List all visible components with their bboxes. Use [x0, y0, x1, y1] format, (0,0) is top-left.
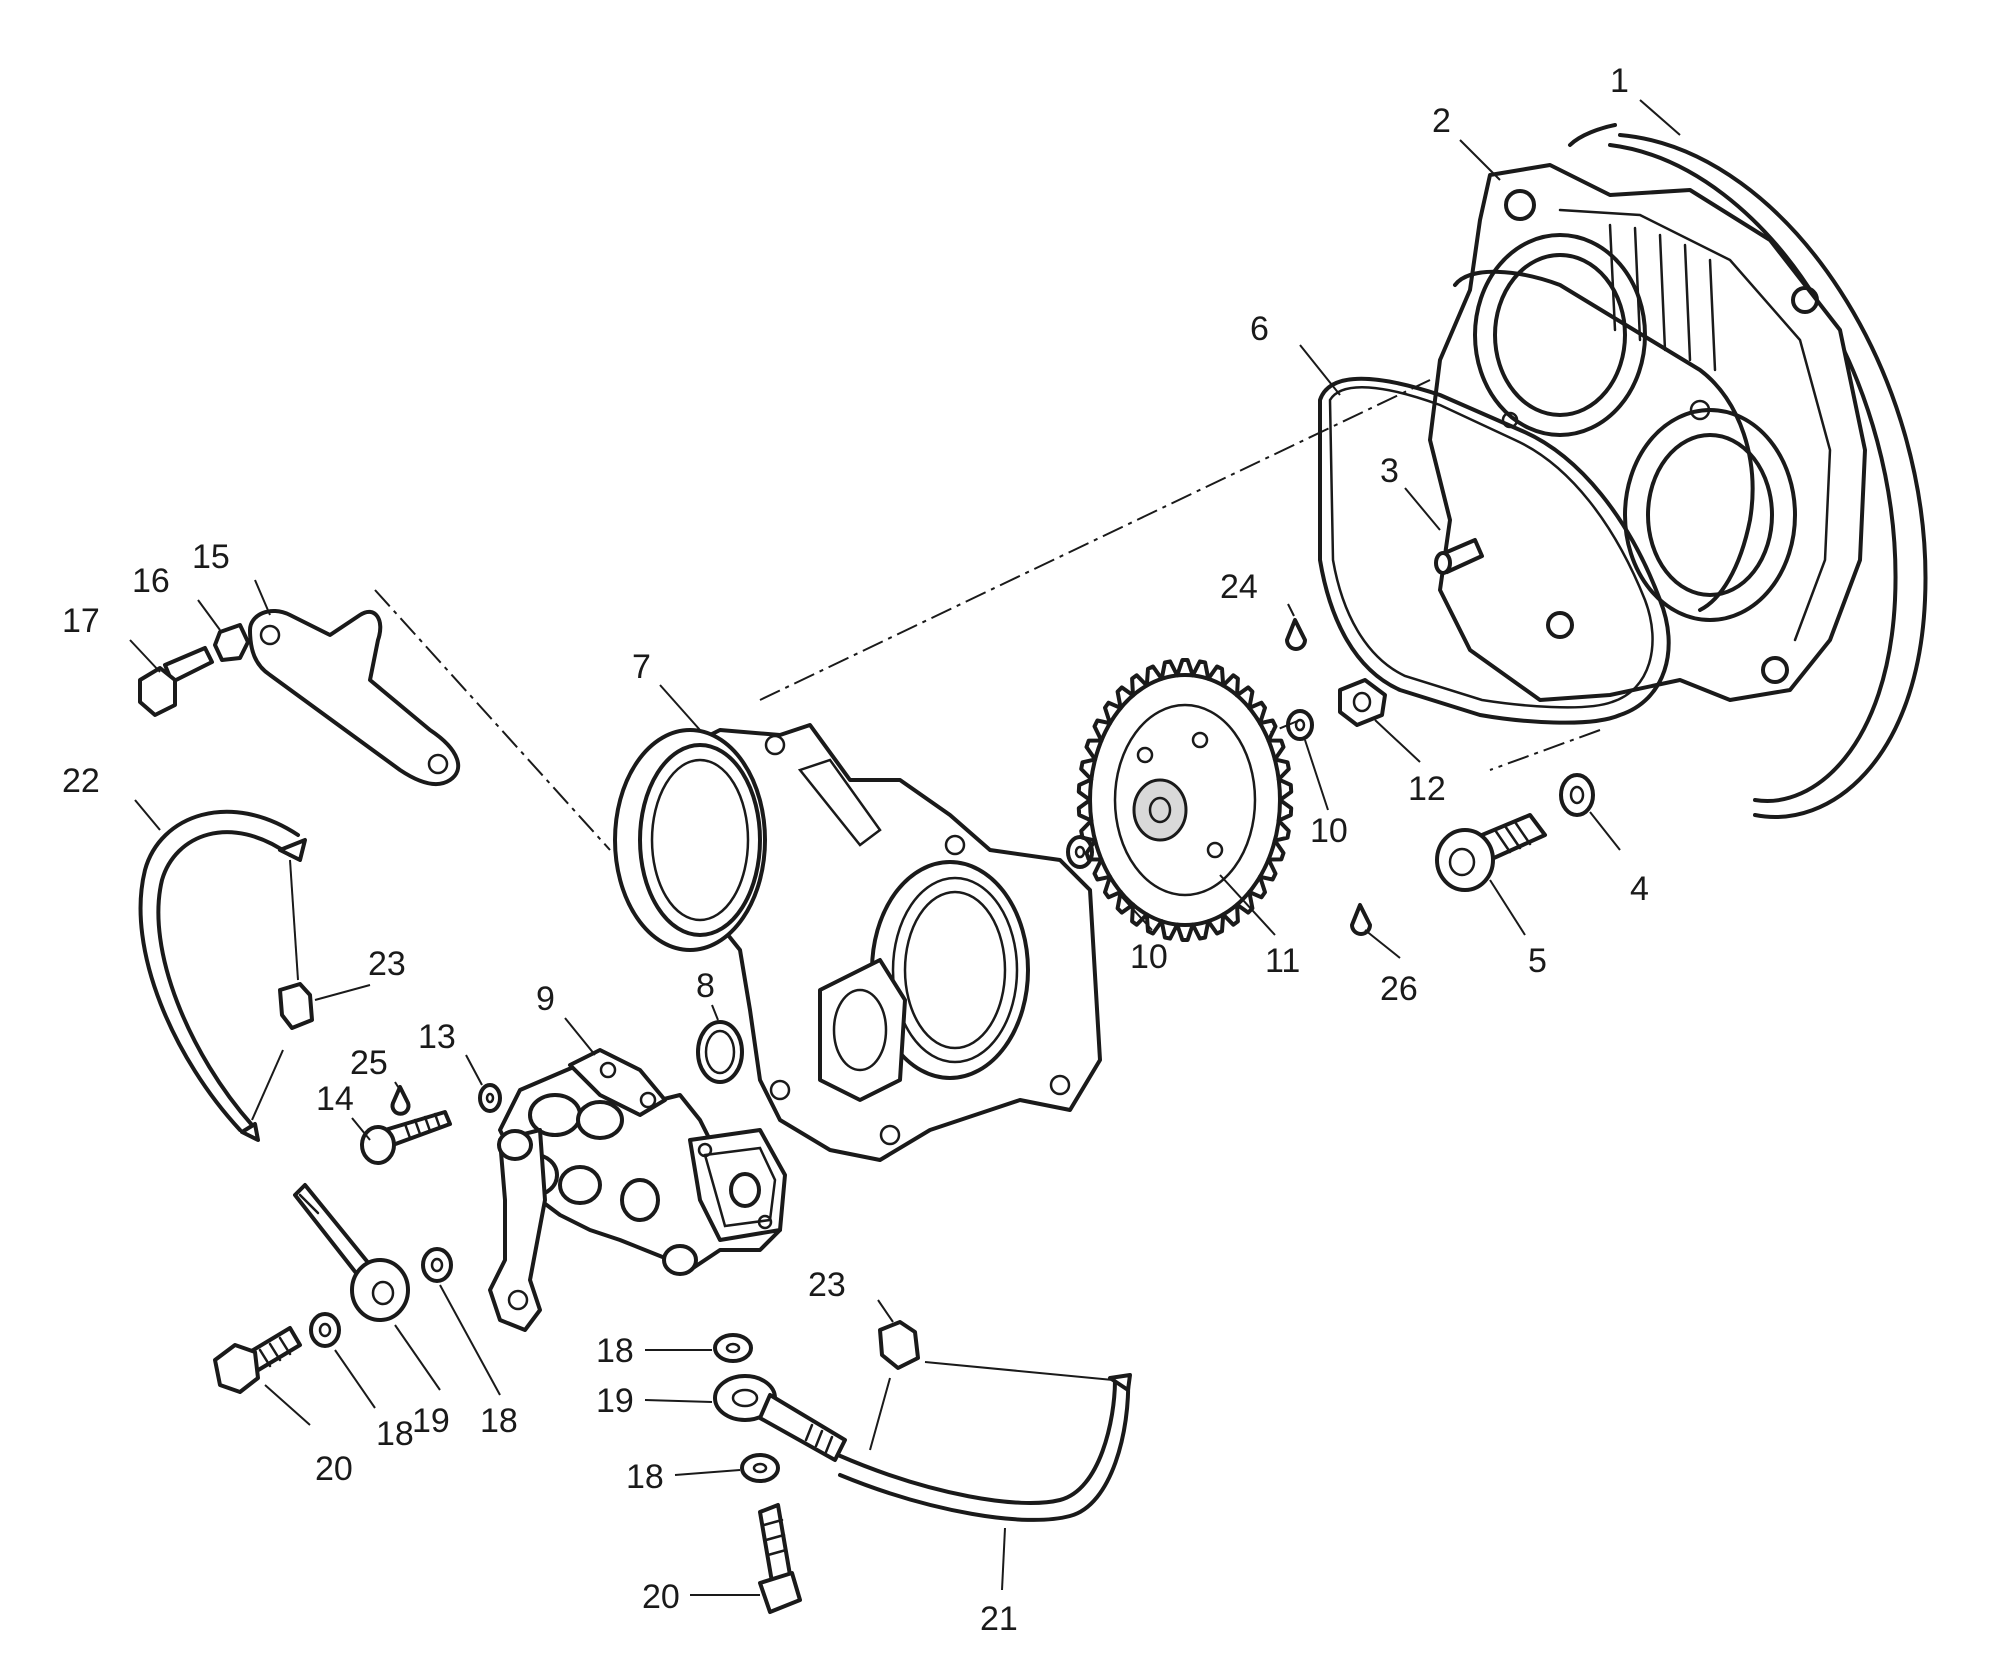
callout-13: 13	[418, 1018, 456, 1056]
part-19-banjo-stem-left	[293, 1183, 372, 1280]
callout-20b: 20	[642, 1578, 680, 1616]
part-21-hose	[836, 1378, 1117, 1505]
hose-left	[138, 809, 314, 1142]
callout-25: 25	[350, 1044, 388, 1082]
part-20-bolt-shank-bottom	[758, 1503, 792, 1584]
callout-18d: 18	[626, 1458, 664, 1496]
callout-labels: 1 2 3 4 5 6 7 8 9 10 10 11 12 13 14 15 1…	[62, 62, 1649, 1638]
hose-bottom	[713, 1320, 1132, 1614]
callout-23a: 23	[368, 945, 406, 983]
callout-10a: 10	[1130, 938, 1168, 976]
part-23-clamp-bottom	[878, 1320, 920, 1370]
part-25-drop	[390, 1085, 411, 1116]
part-14-screw-head	[360, 1125, 396, 1165]
bracket-assembly	[138, 609, 461, 787]
callout-leaders	[129, 99, 1681, 1596]
callout-5: 5	[1528, 942, 1547, 980]
callout-9: 9	[536, 980, 555, 1018]
part-22-hose	[138, 809, 300, 1132]
part-8-o-ring	[696, 1020, 744, 1084]
part-10-washer-upper	[1286, 709, 1314, 741]
part-1-cover-ring	[1568, 123, 1928, 819]
callout-18a: 18	[480, 1402, 518, 1440]
part-17-bolt-head	[138, 666, 177, 717]
part-12-nut	[1338, 678, 1387, 727]
callout-11: 11	[1265, 942, 1300, 980]
callout-23b: 23	[808, 1266, 846, 1304]
callout-21: 21	[980, 1600, 1018, 1638]
part-19-banjo-left	[350, 1258, 410, 1322]
callout-26: 26	[1380, 970, 1418, 1008]
callout-19b: 19	[596, 1382, 634, 1420]
part-3-dowel-pin	[1434, 538, 1484, 575]
callout-20a: 20	[315, 1450, 353, 1488]
callout-24: 24	[1220, 568, 1258, 606]
callout-3: 3	[1380, 452, 1399, 490]
part-16-nut	[213, 623, 250, 662]
part-11-gear	[1076, 658, 1294, 942]
part-23-clamp-left	[278, 982, 314, 1030]
part-5-bolt-head	[1435, 828, 1495, 892]
pump-screws	[360, 1083, 502, 1165]
part-18-washer-b	[309, 1312, 341, 1348]
part-15-bracket	[248, 609, 461, 787]
part-24-drop	[1285, 618, 1307, 651]
part-9-pump	[488, 1048, 787, 1332]
callout-1: 1	[1610, 62, 1629, 100]
callout-16: 16	[132, 562, 170, 600]
fitting-left	[213, 1183, 453, 1394]
part-20-bolt-head-left	[213, 1343, 260, 1394]
callout-14: 14	[316, 1080, 354, 1118]
part-13-washer	[478, 1083, 502, 1113]
part-4-washer	[1559, 773, 1595, 817]
part-7-front-cover	[613, 723, 1102, 1162]
callout-8: 8	[696, 967, 715, 1005]
callout-10b: 10	[1310, 812, 1348, 850]
part-20-bolt-head-bottom	[758, 1571, 802, 1614]
part-18-washer-a	[421, 1247, 453, 1283]
callout-2: 2	[1432, 102, 1451, 140]
part-18-washer-d	[740, 1453, 780, 1483]
small-hardware-right	[1066, 618, 1387, 936]
callout-7: 7	[632, 648, 651, 686]
gear-teeth	[1076, 658, 1294, 942]
callout-17: 17	[62, 602, 100, 640]
bolt-and-washer-right	[1435, 773, 1595, 892]
part-2-housing	[1428, 163, 1867, 702]
callout-18c: 18	[596, 1332, 634, 1370]
part-26-drop	[1350, 903, 1372, 936]
part-18-washer-c	[713, 1333, 753, 1363]
callout-6: 6	[1250, 310, 1269, 348]
part-10-washer-lower	[1066, 835, 1094, 869]
callout-22: 22	[62, 762, 100, 800]
callout-4: 4	[1630, 870, 1649, 908]
part-6-gasket	[1318, 269, 1755, 725]
callout-15: 15	[192, 538, 230, 576]
callout-12: 12	[1408, 770, 1446, 808]
callout-18b: 18	[376, 1415, 414, 1453]
callout-19a: 19	[412, 1402, 450, 1440]
